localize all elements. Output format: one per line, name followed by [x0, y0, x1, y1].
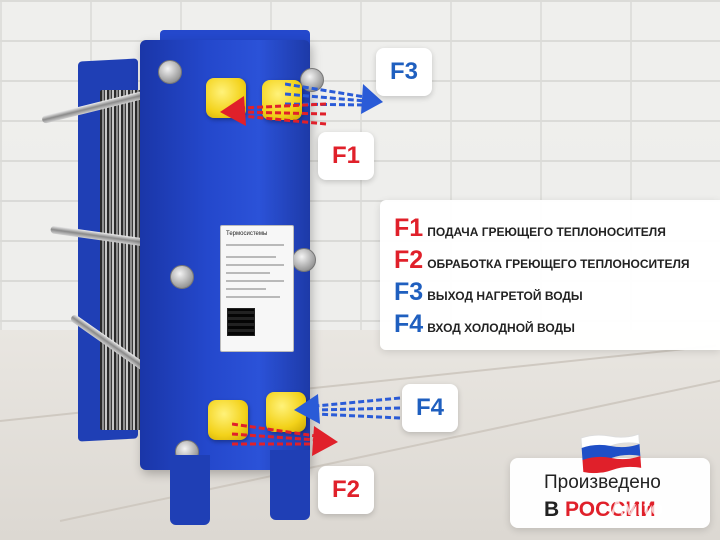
legend-code: F4 — [394, 310, 424, 338]
legend-text: ОБРАБОТКА ГРЕЮЩЕГО ТЕПЛОНОСИТЕЛЯ — [427, 257, 690, 271]
support-foot — [170, 455, 210, 525]
nameplate-line — [226, 264, 284, 266]
made-in-russia-badge: Произведено В РОССИИ — [510, 433, 710, 528]
legend-text: ВЫХОД НАГРЕТОЙ ВОДЫ — [427, 289, 583, 303]
legend-text: ВХОД ХОЛОДНОЙ ВОДЫ — [427, 321, 575, 335]
origin-line1: Произведено — [544, 472, 661, 493]
legend-item-f4: F4 ВХОД ХОЛОДНОЙ ВОДЫ — [394, 310, 575, 339]
bolt-nut — [292, 248, 316, 272]
nameplate-brand: Термосистемы — [226, 231, 268, 237]
russia-flag-icon — [580, 433, 642, 474]
legend-code: F1 — [394, 214, 424, 242]
tag-f3: F3 — [376, 48, 432, 96]
legend-item-f2: F2 ОБРАБОТКА ГРЕЮЩЕГО ТЕПЛОНОСИТЕЛЯ — [394, 246, 690, 275]
origin-prefix: В — [544, 498, 565, 521]
red-arrow-icon — [220, 96, 327, 126]
nameplate-line — [226, 280, 284, 282]
bolt-nut — [158, 60, 182, 84]
origin-line2: В РОССИИ — [544, 498, 656, 522]
tag-f2: F2 — [318, 466, 374, 514]
legend-item-f1: F1 ПОДАЧА ГРЕЮЩЕГО ТЕПЛОНОСИТЕЛЯ — [394, 214, 666, 243]
bolt-nut — [170, 265, 194, 289]
support-foot — [270, 450, 310, 520]
nameplate-line — [226, 256, 276, 258]
nameplate-line — [226, 272, 270, 274]
flow-legend: F1 ПОДАЧА ГРЕЮЩЕГО ТЕПЛОНОСИТЕЛЯ F2 ОБРА… — [380, 200, 720, 350]
nameplate-line — [226, 296, 280, 298]
tag-f1: F1 — [318, 132, 374, 180]
red-arrow-icon — [232, 422, 338, 456]
blue-arrow-icon — [294, 394, 401, 424]
legend-item-f3: F3 ВЫХОД НАГРЕТОЙ ВОДЫ — [394, 278, 583, 307]
qr-code — [227, 308, 255, 336]
legend-code: F2 — [394, 246, 424, 274]
tag-f4: F4 — [402, 384, 458, 432]
avito-watermark: Avito — [610, 498, 665, 520]
nameplate-line — [226, 244, 284, 246]
legend-code: F3 — [394, 278, 424, 306]
origin-country: РОССИИ — [565, 498, 656, 521]
legend-text: ПОДАЧА ГРЕЮЩЕГО ТЕПЛОНОСИТЕЛЯ — [427, 225, 666, 239]
nameplate: Термосистемы — [220, 225, 294, 352]
nameplate-line — [226, 288, 266, 290]
